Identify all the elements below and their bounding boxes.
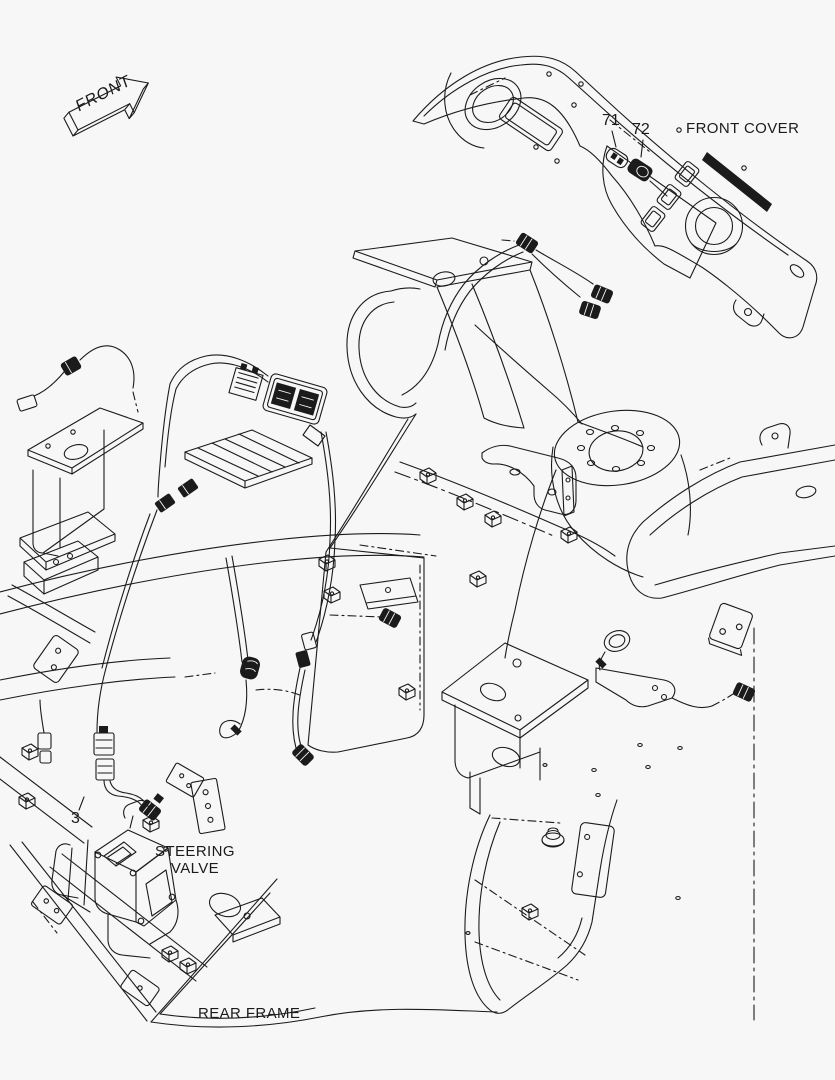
front-cover-label: FRONT COVER: [686, 120, 800, 137]
callout-3: 3: [71, 810, 80, 827]
front-cover-drawing: [412, 55, 818, 339]
center-bracket: [481, 444, 577, 517]
relay: [228, 362, 264, 401]
main-harness: [16, 345, 419, 823]
leader-71: [611, 130, 617, 148]
eyelet-arm: [595, 630, 757, 709]
right-arm: [626, 423, 835, 656]
cover-harness: [401, 231, 615, 396]
callout-72: 72: [632, 121, 650, 138]
pedestal-mount: [441, 642, 589, 815]
rear-frame-label: REAR FRAME: [198, 1005, 301, 1022]
center-panel: [307, 544, 437, 753]
frame-rails: [0, 324, 616, 701]
mount-flange: [550, 409, 691, 578]
left-mount-tower: [7, 407, 144, 644]
leader-3: [78, 796, 85, 811]
steering-valve-drawing: [51, 799, 197, 975]
rear-frame-corner: [0, 635, 498, 1028]
bottom-right-panel: [464, 627, 755, 1021]
callout-71: 71: [602, 112, 620, 129]
switch-72: [627, 158, 653, 182]
front-arrow: [63, 76, 149, 137]
switch-71: [605, 147, 629, 169]
steering-valve-label: STEERING VALVE: [155, 843, 235, 877]
wire-3: [103, 779, 145, 807]
ribbed-plate: [184, 429, 313, 489]
control-unit: [228, 362, 328, 447]
seat-support: [325, 237, 644, 553]
leader-72: [640, 139, 668, 197]
